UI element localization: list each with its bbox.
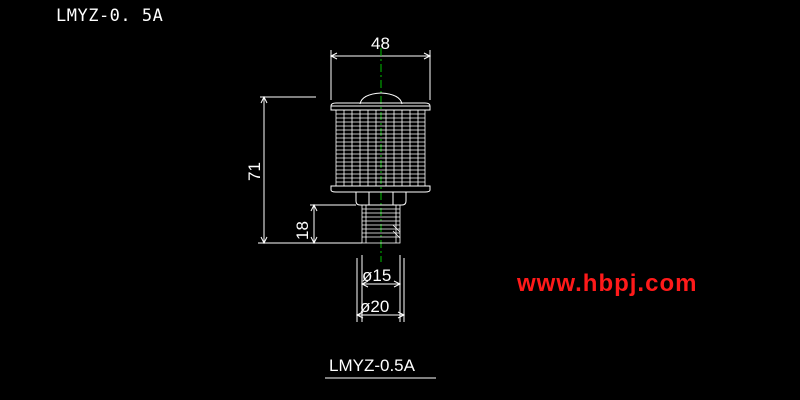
- filter-slots: [335, 109, 426, 187]
- dimension-height-18: [310, 203, 356, 245]
- filter-cap: [330, 92, 431, 111]
- dimension-label-48: 48: [371, 34, 390, 53]
- dimension-label-dia15: ø15: [362, 266, 391, 285]
- threaded-stem: [361, 204, 401, 244]
- header-title: LMYZ-0. 5A: [56, 6, 164, 26]
- dimension-label-71: 71: [245, 162, 264, 181]
- dimension-label-18: 18: [293, 221, 312, 240]
- dimension-label-dia20: ø20: [360, 297, 389, 316]
- watermark-url: www.hbpj.com: [517, 270, 698, 297]
- filter-base-ring: [330, 185, 431, 193]
- dimension-height-71: [258, 95, 362, 245]
- caption-label: LMYZ-0.5A: [329, 356, 416, 375]
- dimension-diameters: [355, 255, 406, 322]
